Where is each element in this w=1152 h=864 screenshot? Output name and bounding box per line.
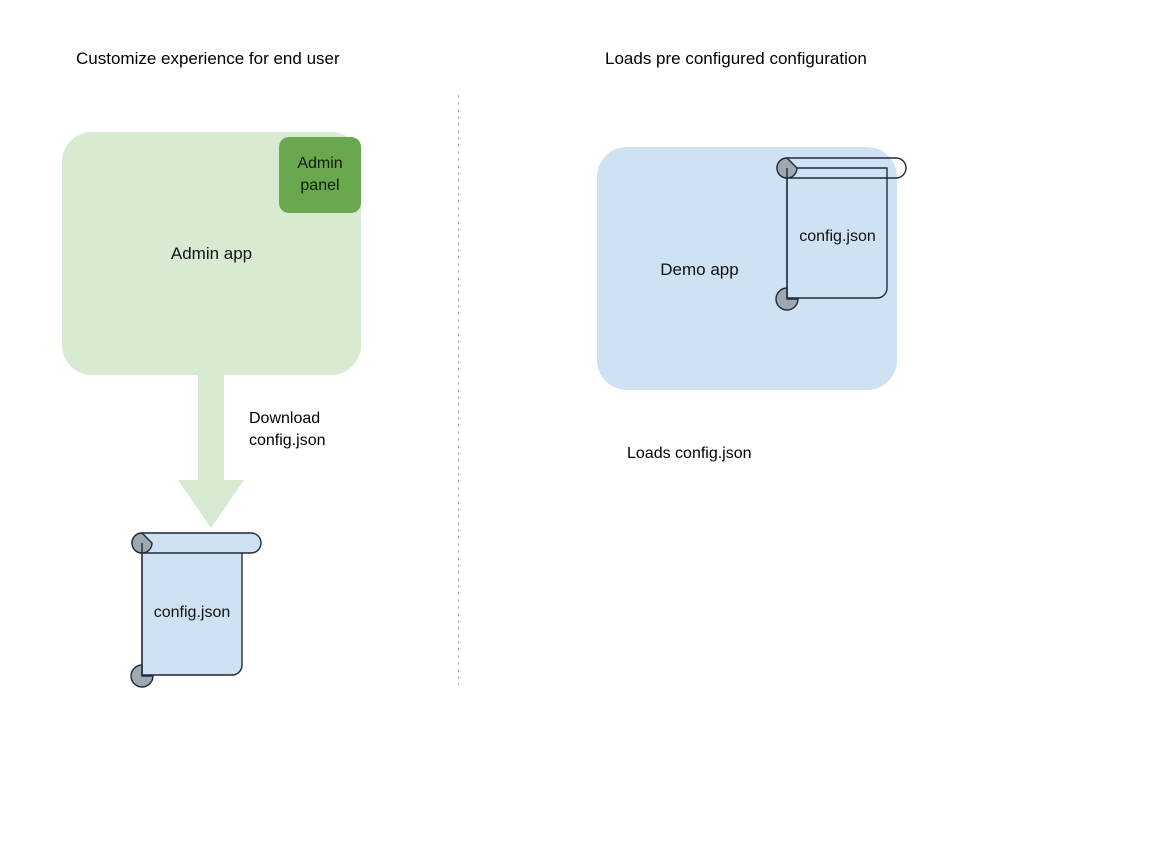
scroll-document-icon-right[interactable]	[765, 150, 913, 312]
scroll-document-icon-left[interactable]	[118, 525, 266, 690]
admin-panel-badge[interactable]: Admin panel	[279, 137, 361, 213]
left-section-title: Customize experience for end user	[76, 49, 340, 68]
download-arrow-caption: Download config.json	[249, 410, 326, 449]
loads-config-caption: Loads config.json	[627, 445, 752, 462]
demo-app-box[interactable]	[597, 147, 897, 390]
admin-app-label: Admin app	[170, 244, 253, 263]
right-section-title: Loads pre configured configuration	[605, 49, 867, 68]
demo-app-label: Demo app	[660, 260, 739, 279]
arrow-down-icon	[178, 370, 244, 528]
scroll-left-label: config.json	[153, 604, 231, 621]
section-divider	[458, 95, 459, 685]
scroll-right-label: config.json	[799, 228, 876, 245]
